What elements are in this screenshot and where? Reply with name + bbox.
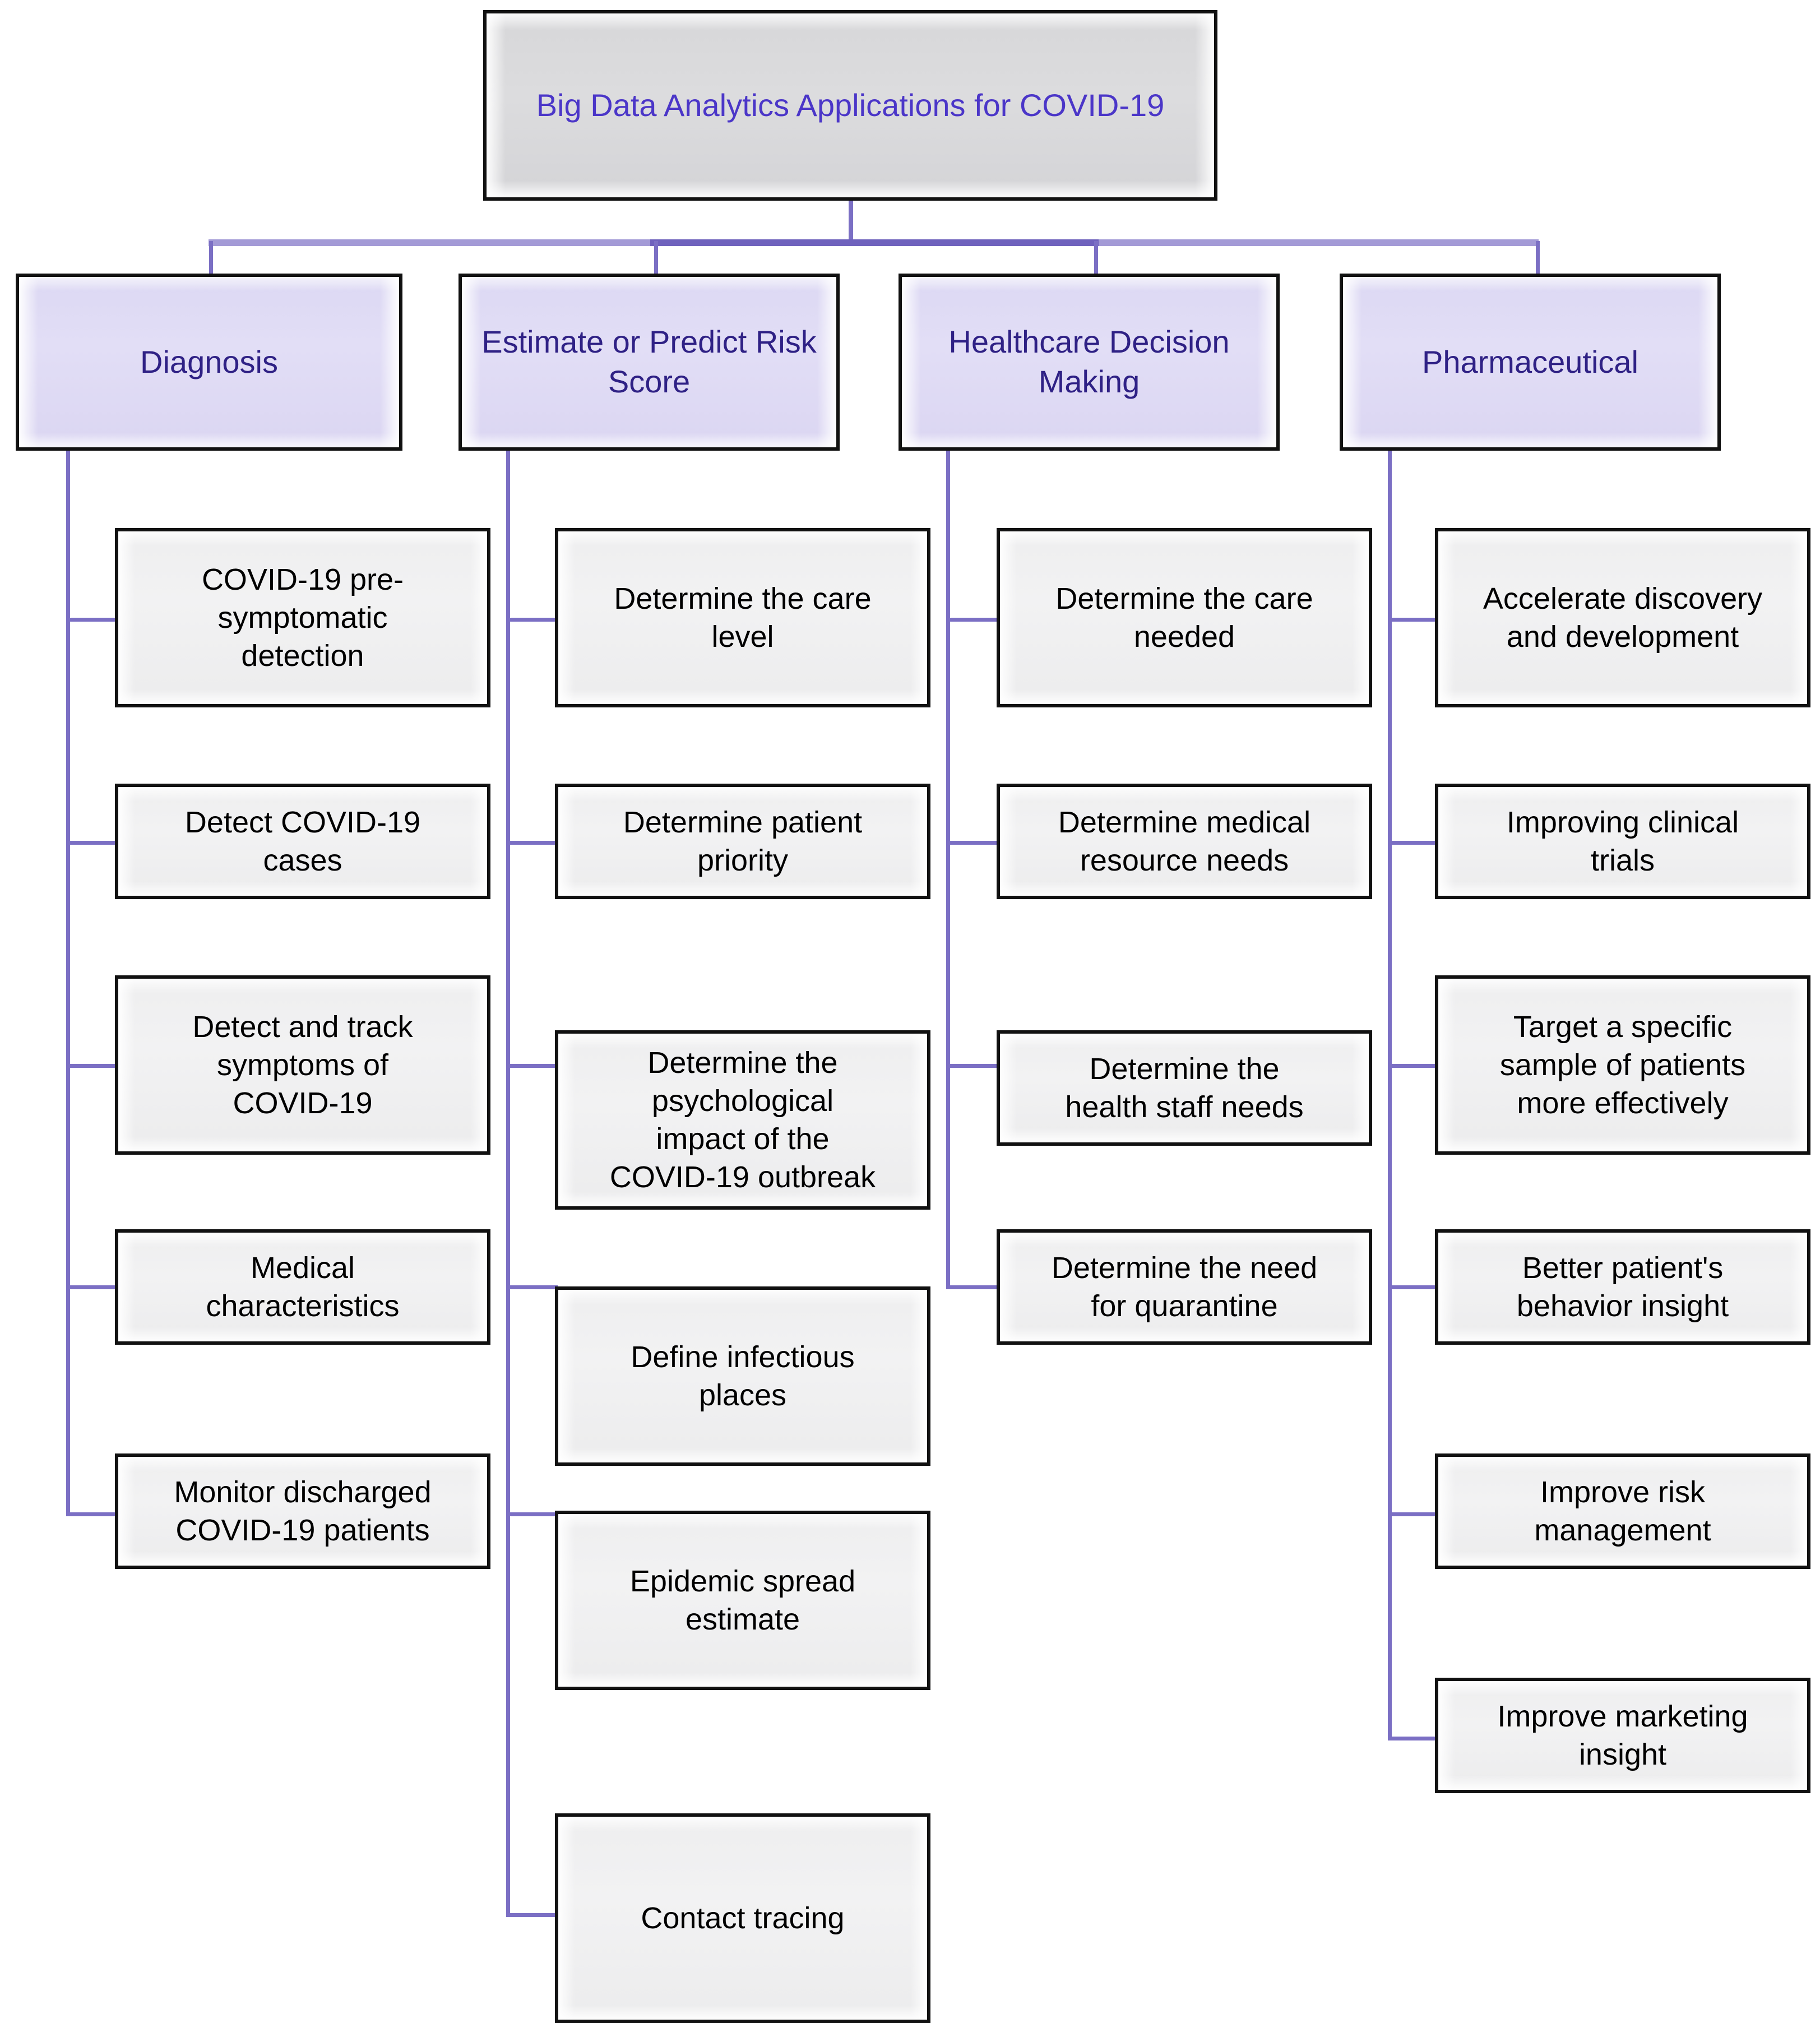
connector-root-stem [849, 197, 853, 241]
leaf-node[interactable]: Medical characteristics [115, 1229, 490, 1345]
branch-node-label: Healthcare Decision Making [948, 324, 1230, 399]
leaf-node-label: Determine medical resource needs [1058, 805, 1311, 877]
leaf-node[interactable]: Determine the care level [555, 528, 930, 707]
stub-3-3 [946, 1064, 998, 1068]
leaf-node-label: Medical characteristics [206, 1251, 400, 1323]
leaf-node-label: Determine the need for quarantine [1051, 1251, 1318, 1323]
leaf-node-label: Contact tracing [641, 1901, 845, 1935]
leaf-node[interactable]: Determine the care needed [997, 528, 1372, 707]
connector-bus-center [650, 239, 1099, 246]
leaf-node[interactable]: Define infectious places [555, 1286, 930, 1466]
stub-4-3 [1388, 1064, 1439, 1068]
trunk-branch-2 [506, 448, 510, 1917]
stub-2-1 [506, 618, 558, 622]
leaf-node-label: Improving clinical trials [1506, 805, 1739, 877]
leaf-node-label: Determine the care level [614, 581, 872, 654]
leaf-node[interactable]: Monitor discharged COVID-19 patients [115, 1453, 490, 1569]
branch-node-estimate-or-predict-risk-score[interactable]: Estimate or Predict Risk Score [459, 274, 840, 451]
leaf-node[interactable]: Detect COVID-19 cases [115, 784, 490, 899]
stub-1-4 [66, 1285, 118, 1289]
stub-1-2 [66, 841, 118, 845]
leaf-node-label: Accelerate discovery and development [1483, 581, 1763, 654]
branch-node-healthcare-decision-making[interactable]: Healthcare Decision Making [899, 274, 1280, 451]
leaf-node-label: Better patient's behavior insight [1516, 1251, 1729, 1323]
leaf-node[interactable]: Detect and track symptoms of COVID-19 [115, 975, 490, 1155]
leaf-node-label: Define infectious places [631, 1340, 855, 1412]
leaf-node-label: Monitor discharged COVID-19 patients [174, 1475, 432, 1547]
leaf-node[interactable]: Determine the health staff needs [997, 1030, 1372, 1146]
leaf-node[interactable]: Accelerate discovery and development [1435, 528, 1810, 707]
branch-node-pharmaceutical[interactable]: Pharmaceutical [1340, 274, 1721, 451]
leaf-node-label: Determine patient priority [623, 805, 863, 877]
stub-4-2 [1388, 841, 1439, 845]
connector-to-branch-2 [654, 241, 658, 297]
leaf-node-label: Determine the psychological impact of th… [609, 1045, 876, 1195]
root-node-label: Big Data Analytics Applications for COVI… [536, 87, 1165, 123]
stub-2-4 [506, 1285, 558, 1289]
stub-2-2 [506, 841, 558, 845]
trunk-branch-1 [66, 448, 70, 1516]
leaf-node[interactable]: Determine the need for quarantine [997, 1229, 1372, 1345]
leaf-node[interactable]: Target a specific sample of patients mor… [1435, 975, 1810, 1155]
leaf-node-label: Improve marketing insight [1497, 1699, 1748, 1771]
leaf-node[interactable]: COVID-19 pre- symptomatic detection [115, 528, 490, 707]
leaf-node[interactable]: Determine the psychological impact of th… [555, 1030, 930, 1210]
leaf-node[interactable]: Determine medical resource needs [997, 784, 1372, 899]
stub-3-2 [946, 841, 998, 845]
connector-to-branch-4 [1536, 241, 1540, 297]
connector-bus-right [1096, 239, 1539, 246]
stub-1-5 [66, 1512, 118, 1516]
branch-node-label: Diagnosis [140, 344, 278, 379]
stub-4-4 [1388, 1285, 1439, 1289]
leaf-node-label: Determine the health staff needs [1065, 1052, 1304, 1124]
leaf-node[interactable]: Determine patient priority [555, 784, 930, 899]
connector-to-branch-1 [209, 241, 213, 297]
branch-node-diagnosis[interactable]: Diagnosis [16, 274, 402, 451]
stub-2-6 [506, 1913, 558, 1917]
stub-2-5 [506, 1512, 558, 1516]
stub-1-3 [66, 1064, 118, 1068]
leaf-node[interactable]: Contact tracing [555, 1813, 930, 2023]
branch-node-label: Estimate or Predict Risk Score [481, 324, 817, 399]
stub-1-1 [66, 618, 118, 622]
leaf-node[interactable]: Improve marketing insight [1435, 1678, 1810, 1793]
leaf-node-label: Improve risk management [1534, 1475, 1711, 1547]
leaf-node-label: Target a specific sample of patients mor… [1499, 1010, 1746, 1121]
leaf-node[interactable]: Epidemic spread estimate [555, 1511, 930, 1690]
stub-4-6 [1388, 1737, 1439, 1740]
stub-2-3 [506, 1064, 558, 1068]
leaf-node-label: Determine the care needed [1055, 581, 1313, 654]
leaf-node[interactable]: Improving clinical trials [1435, 784, 1810, 899]
trunk-branch-4 [1388, 448, 1392, 1740]
branch-node-label: Pharmaceutical [1422, 344, 1638, 379]
trunk-branch-3 [946, 448, 950, 1289]
leaf-node[interactable]: Better patient's behavior insight [1435, 1229, 1810, 1345]
stub-3-1 [946, 618, 998, 622]
leaf-node-label: Detect COVID-19 cases [184, 805, 421, 877]
leaf-node-label: Epidemic spread estimate [629, 1564, 856, 1636]
stub-4-1 [1388, 618, 1439, 622]
leaf-node[interactable]: Improve risk management [1435, 1453, 1810, 1569]
root-node[interactable]: Big Data Analytics Applications for COVI… [483, 10, 1217, 201]
leaf-node-label: COVID-19 pre- symptomatic detection [201, 562, 404, 673]
stub-4-5 [1388, 1512, 1439, 1516]
connector-to-branch-3 [1094, 241, 1098, 297]
leaf-node-label: Detect and track symptoms of COVID-19 [192, 1010, 413, 1121]
stub-3-4 [946, 1285, 998, 1289]
